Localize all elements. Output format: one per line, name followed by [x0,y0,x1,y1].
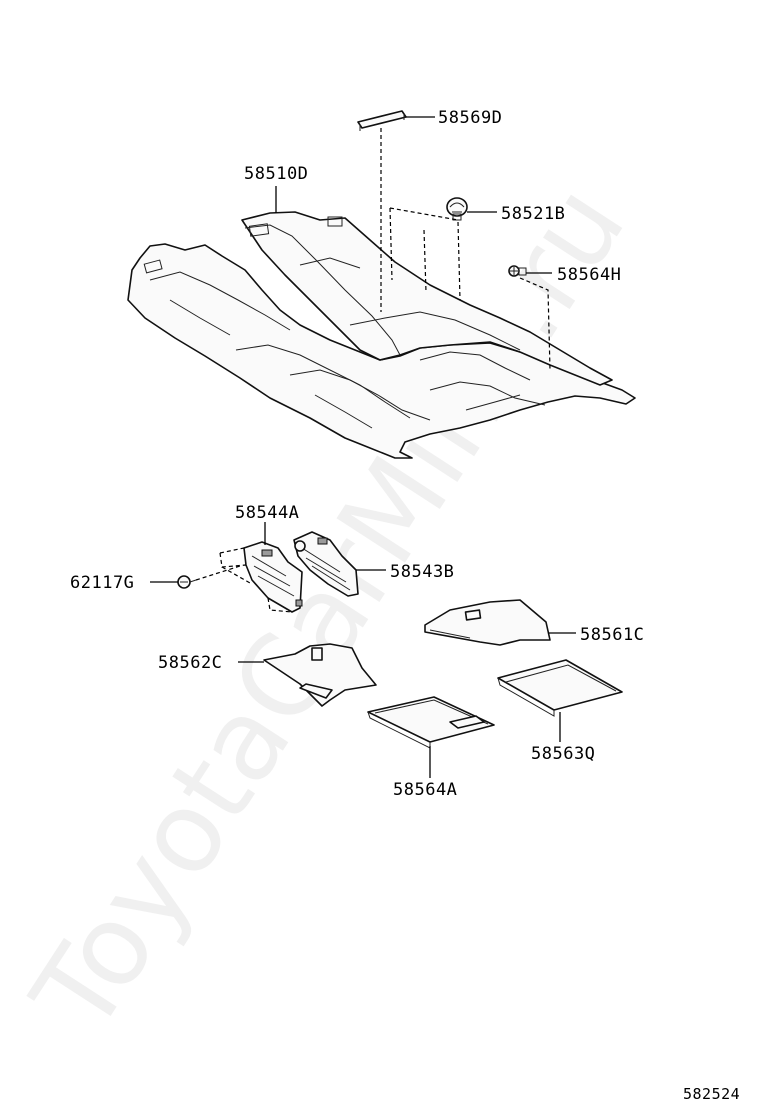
bracket-58543B-drawing[interactable] [293,531,359,597]
mat-58563Q-drawing[interactable] [497,659,623,717]
label-58521B[interactable]: 58521B [501,204,565,224]
label-58543B[interactable]: 58543B [390,562,454,582]
mat-58562C-drawing[interactable] [263,643,377,707]
label-58563Q[interactable]: 58563Q [531,744,595,764]
label-58569D[interactable]: 58569D [438,108,502,128]
screw-62117G-drawing[interactable] [177,575,197,589]
label-58561C[interactable]: 58561C [580,625,644,645]
figure-number: 582524 [683,1085,740,1103]
strip-58569D-drawing[interactable] [357,110,407,131]
label-58510D[interactable]: 58510D [244,164,308,184]
label-58564H[interactable]: 58564H [557,265,621,285]
label-58564A[interactable]: 58564A [393,780,457,800]
label-58544A[interactable]: 58544A [235,503,299,523]
fastener-58564H-drawing[interactable] [508,265,527,277]
mat-58564A-drawing[interactable] [367,696,495,749]
label-58562C[interactable]: 58562C [158,653,222,673]
floor-carpet-drawing[interactable] [127,211,636,459]
bracket-58544A-drawing[interactable] [243,541,303,613]
clip-58521B-drawing[interactable] [446,197,468,221]
label-62117G[interactable]: 62117G [70,573,134,593]
mat-58561C-drawing[interactable] [424,599,551,646]
